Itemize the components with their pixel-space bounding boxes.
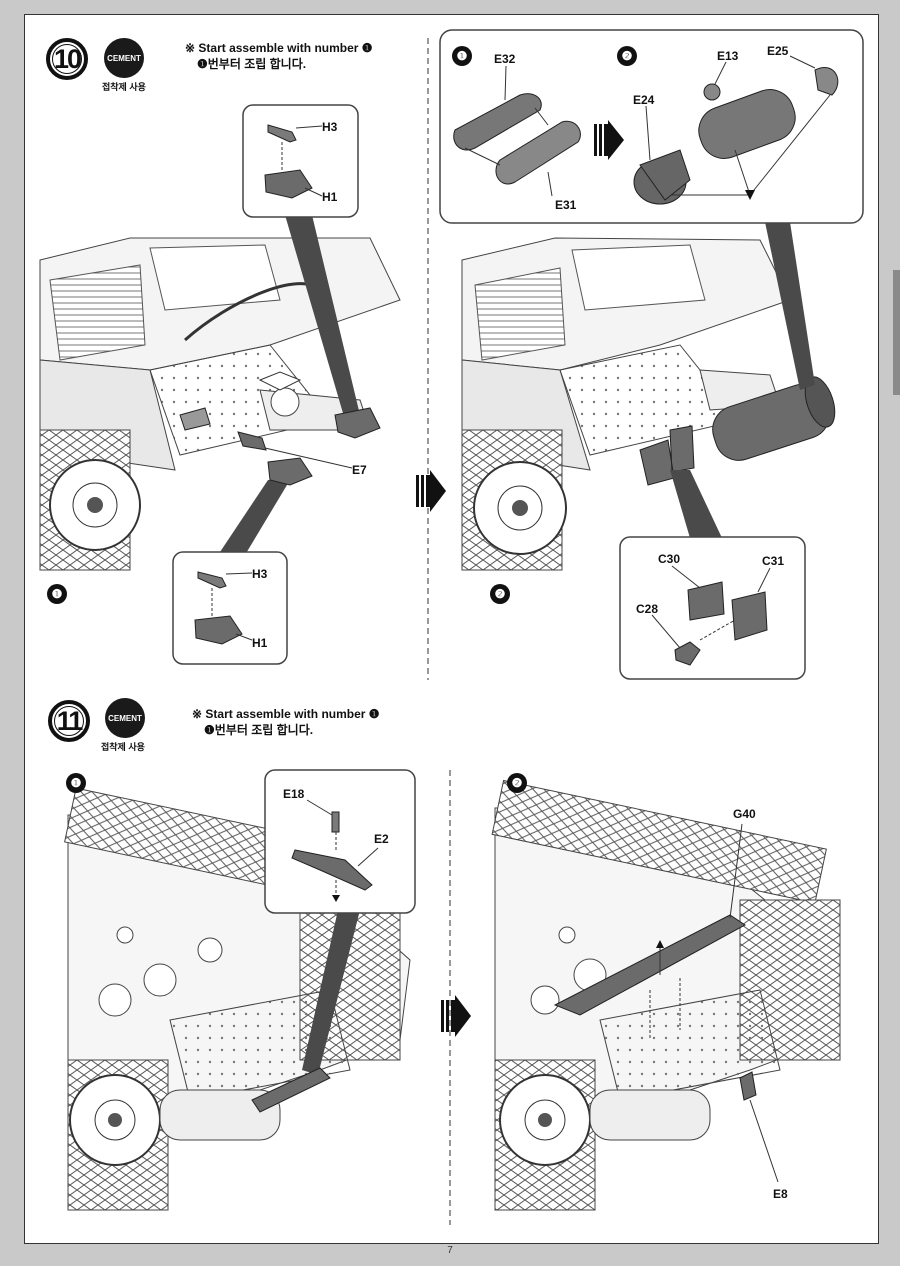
step-number-11: 11	[48, 700, 90, 742]
substep-2-badge: ❷	[490, 584, 510, 604]
detail-box-h-top	[242, 104, 359, 218]
substep-1-badge: ❶	[66, 773, 86, 793]
note-english: Start assemble with number ❶	[198, 41, 373, 55]
step10-note: ※ Start assemble with number ❶ ❶번부터 조립 합…	[185, 40, 373, 72]
note-english: Start assemble with number ❶	[205, 707, 380, 721]
label-h1-top: H1	[322, 190, 338, 204]
callout-wedge-h-bottom	[218, 480, 290, 555]
detail-box-e2	[264, 769, 416, 914]
detail-substep-1-badge: ❶	[452, 46, 472, 66]
next-arrow-step11	[441, 995, 471, 1037]
substep-2-badge: ❷	[507, 773, 527, 793]
label-e25: E25	[767, 44, 789, 58]
label-c28: C28	[636, 602, 659, 616]
detail-substep-2-badge: ❷	[617, 46, 637, 66]
label-h3-top: H3	[322, 120, 338, 134]
label-e24: E24	[633, 93, 655, 107]
note-prefix: ※	[185, 41, 196, 55]
page-edge-tab	[893, 270, 900, 395]
cement-korean-label: 접착제 사용	[101, 742, 145, 752]
part-e2-installed	[251, 1067, 331, 1113]
part-g40	[553, 914, 746, 1016]
label-h1-bottom: H1	[252, 636, 268, 650]
next-arrow-step10	[416, 470, 446, 512]
note-korean: ❶번부터 조립 합니다.	[204, 723, 314, 737]
label-e18: E18	[283, 787, 305, 801]
part-e7-installed	[237, 431, 267, 451]
label-e32: E32	[494, 52, 516, 66]
label-g40: G40	[733, 807, 756, 821]
part-h1-installed	[334, 407, 381, 439]
substep-1-badge: ❶	[47, 584, 67, 604]
part-fuel-drum	[712, 376, 836, 461]
note-prefix: ※	[192, 707, 203, 721]
step-number-text: 10	[53, 43, 82, 74]
step-number-10: 10	[46, 38, 88, 80]
label-e31: E31	[555, 198, 577, 212]
cement-label: CEMENT	[107, 53, 141, 63]
step11-hull-right	[491, 779, 841, 1211]
detail-box-e	[439, 29, 864, 224]
cement-icon: CEMENT	[104, 38, 144, 78]
label-e13: E13	[717, 49, 739, 63]
label-h3-bottom: H3	[252, 567, 268, 581]
step-number-text: 11	[56, 705, 84, 736]
page-number: 7	[447, 1245, 453, 1256]
label-e8: E8	[773, 1187, 788, 1201]
label-c31: C31	[762, 554, 785, 568]
label-e7: E7	[352, 463, 367, 477]
cement-korean-label: 접착제 사용	[102, 82, 146, 92]
label-e2: E2	[374, 832, 389, 846]
part-e8-installed	[739, 1071, 757, 1101]
note-korean: ❶번부터 조립 합니다.	[197, 57, 307, 71]
step10-hull-right	[461, 237, 791, 571]
cement-label: CEMENT	[108, 713, 142, 723]
label-c30: C30	[658, 552, 681, 566]
callout-wedge-c	[670, 470, 722, 538]
part-h1-lower	[267, 457, 313, 486]
callout-wedge-h-top	[285, 215, 360, 420]
callout-wedge-e2	[302, 910, 360, 1075]
detail-box-h-bottom	[172, 551, 288, 665]
cement-icon: CEMENT	[105, 698, 145, 738]
callout-wedge-e	[765, 222, 815, 390]
step11-note: ※ Start assemble with number ❶ ❶번부터 조립 합…	[192, 706, 380, 738]
